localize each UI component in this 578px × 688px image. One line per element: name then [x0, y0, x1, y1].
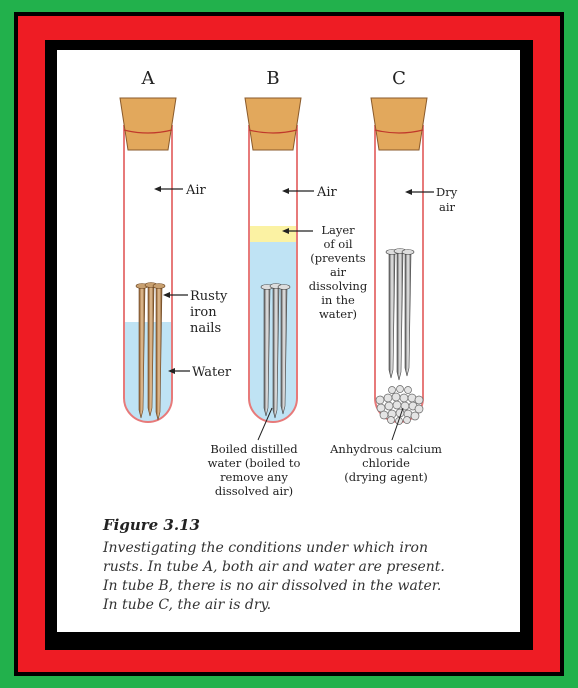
tube-c-bottom-label-3: (drying agent) [344, 470, 427, 484]
nail-c-3 [404, 252, 412, 377]
nail-c-2 [396, 251, 404, 381]
tube-a-cork [119, 97, 177, 151]
tube-b-oil-label-6: in the [321, 293, 355, 307]
tube-b-oil-layer [249, 226, 297, 242]
tube-c-air-label-1: Dry [436, 185, 458, 199]
tube-b-bottom-label-2: water (boiled to [208, 456, 301, 470]
tube-a-glass [123, 125, 173, 423]
tube-b-bottom-label-1: Boiled distilled [210, 442, 298, 456]
tube-a-nails-label-1: Rusty [190, 289, 228, 304]
tube-a-nails-label-2: iron [190, 305, 217, 320]
tube-c-cork [370, 97, 428, 151]
calcium-chloride-granules [375, 385, 424, 425]
tube-b-oil-label-7: water) [319, 307, 357, 321]
tube-a-air-label: Air [185, 183, 207, 198]
tube-c-air-label-2: air [439, 200, 456, 214]
tube-b-cork [244, 97, 302, 151]
figure-caption-text: Investigating the conditions under which… [103, 540, 445, 613]
nail-c-1 [388, 252, 396, 379]
tube-b-glass [248, 125, 298, 423]
tube-c: Dry air Anhydrous calcium chloride (dryi… [329, 97, 458, 484]
tube-b-letter: B [266, 68, 279, 89]
tube-b-oil-label-3: (prevents [310, 251, 365, 265]
tube-b-oil-label-4: air [330, 265, 347, 279]
tube-b-oil-label-5: dissolving [309, 279, 368, 293]
tube-b-bottom-label-4: dissolved air) [215, 484, 293, 498]
tube-c-bottom-label-1: Anhydrous calcium [329, 442, 442, 456]
tube-a-letter: A [141, 68, 156, 89]
tube-b-bottom-label-3: remove any [220, 470, 288, 484]
tube-c-bottom-label-2: chloride [362, 456, 410, 470]
tube-b-oil-label-2: of oil [323, 237, 352, 251]
tube-b-oil-label-1: Layer [321, 223, 355, 237]
tube-b: Air Layer of oil (prevents air dissolvin… [208, 97, 368, 498]
tube-b-air-label: Air [316, 185, 338, 200]
figure-caption-title: Figure 3.13 [103, 516, 200, 534]
tube-a-water-label: Water [192, 365, 232, 380]
tube-a: Air Rusty iron nails Water [119, 97, 232, 423]
tube-c-letter: C [392, 68, 406, 89]
tube-a-nails-label-3: nails [190, 321, 221, 336]
